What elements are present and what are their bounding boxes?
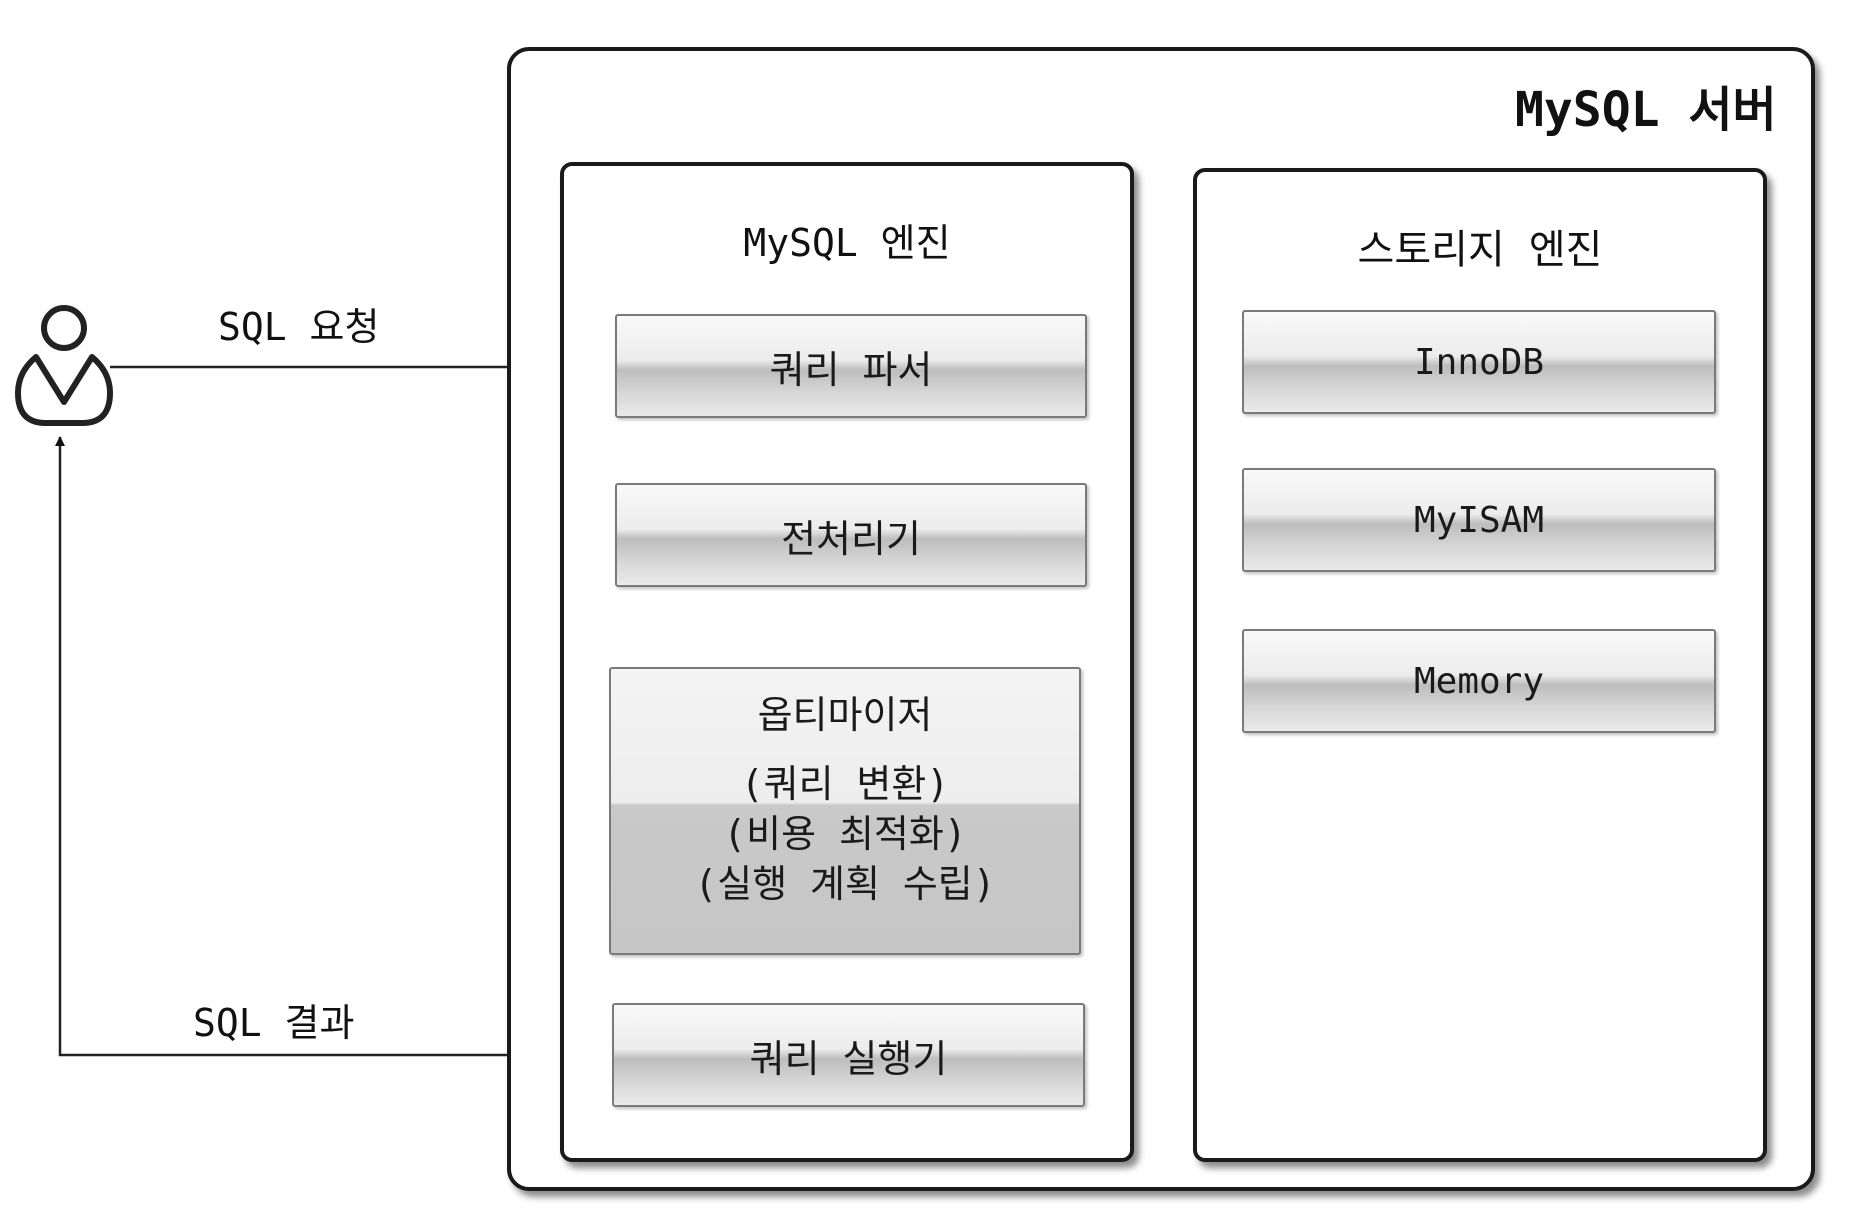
- optimizer-title: 옵티마이저: [757, 693, 933, 737]
- sql-result-label: SQL 결과: [193, 1001, 355, 1045]
- mysql-engine-title: MySQL 엔진: [743, 221, 951, 265]
- optimizer-box: 옵티마이저 (쿼리 변환) (비용 최적화) (실행 계획 수립): [609, 667, 1081, 955]
- optimizer-line-cost-optimization: (비용 최적화): [723, 812, 967, 856]
- sql-request-label: SQL 요청: [218, 305, 380, 349]
- optimizer-line-execution-plan: (실행 계획 수립): [694, 862, 996, 906]
- optimizer-line-query-rewrite: (쿼리 변환): [740, 762, 950, 806]
- innodb-box: InnoDB: [1242, 310, 1716, 414]
- user-icon: [15, 305, 113, 426]
- storage-engine-title: 스토리지 엔진: [1357, 227, 1603, 273]
- myisam-box: MyISAM: [1242, 468, 1716, 572]
- query-executor-box: 쿼리 실행기: [612, 1003, 1085, 1107]
- preprocessor-box: 전처리기: [615, 483, 1087, 587]
- query-parser-box: 쿼리 파서: [615, 314, 1087, 418]
- memory-box: Memory: [1242, 629, 1716, 733]
- mysql-server-title: MySQL 서버: [1515, 82, 1777, 138]
